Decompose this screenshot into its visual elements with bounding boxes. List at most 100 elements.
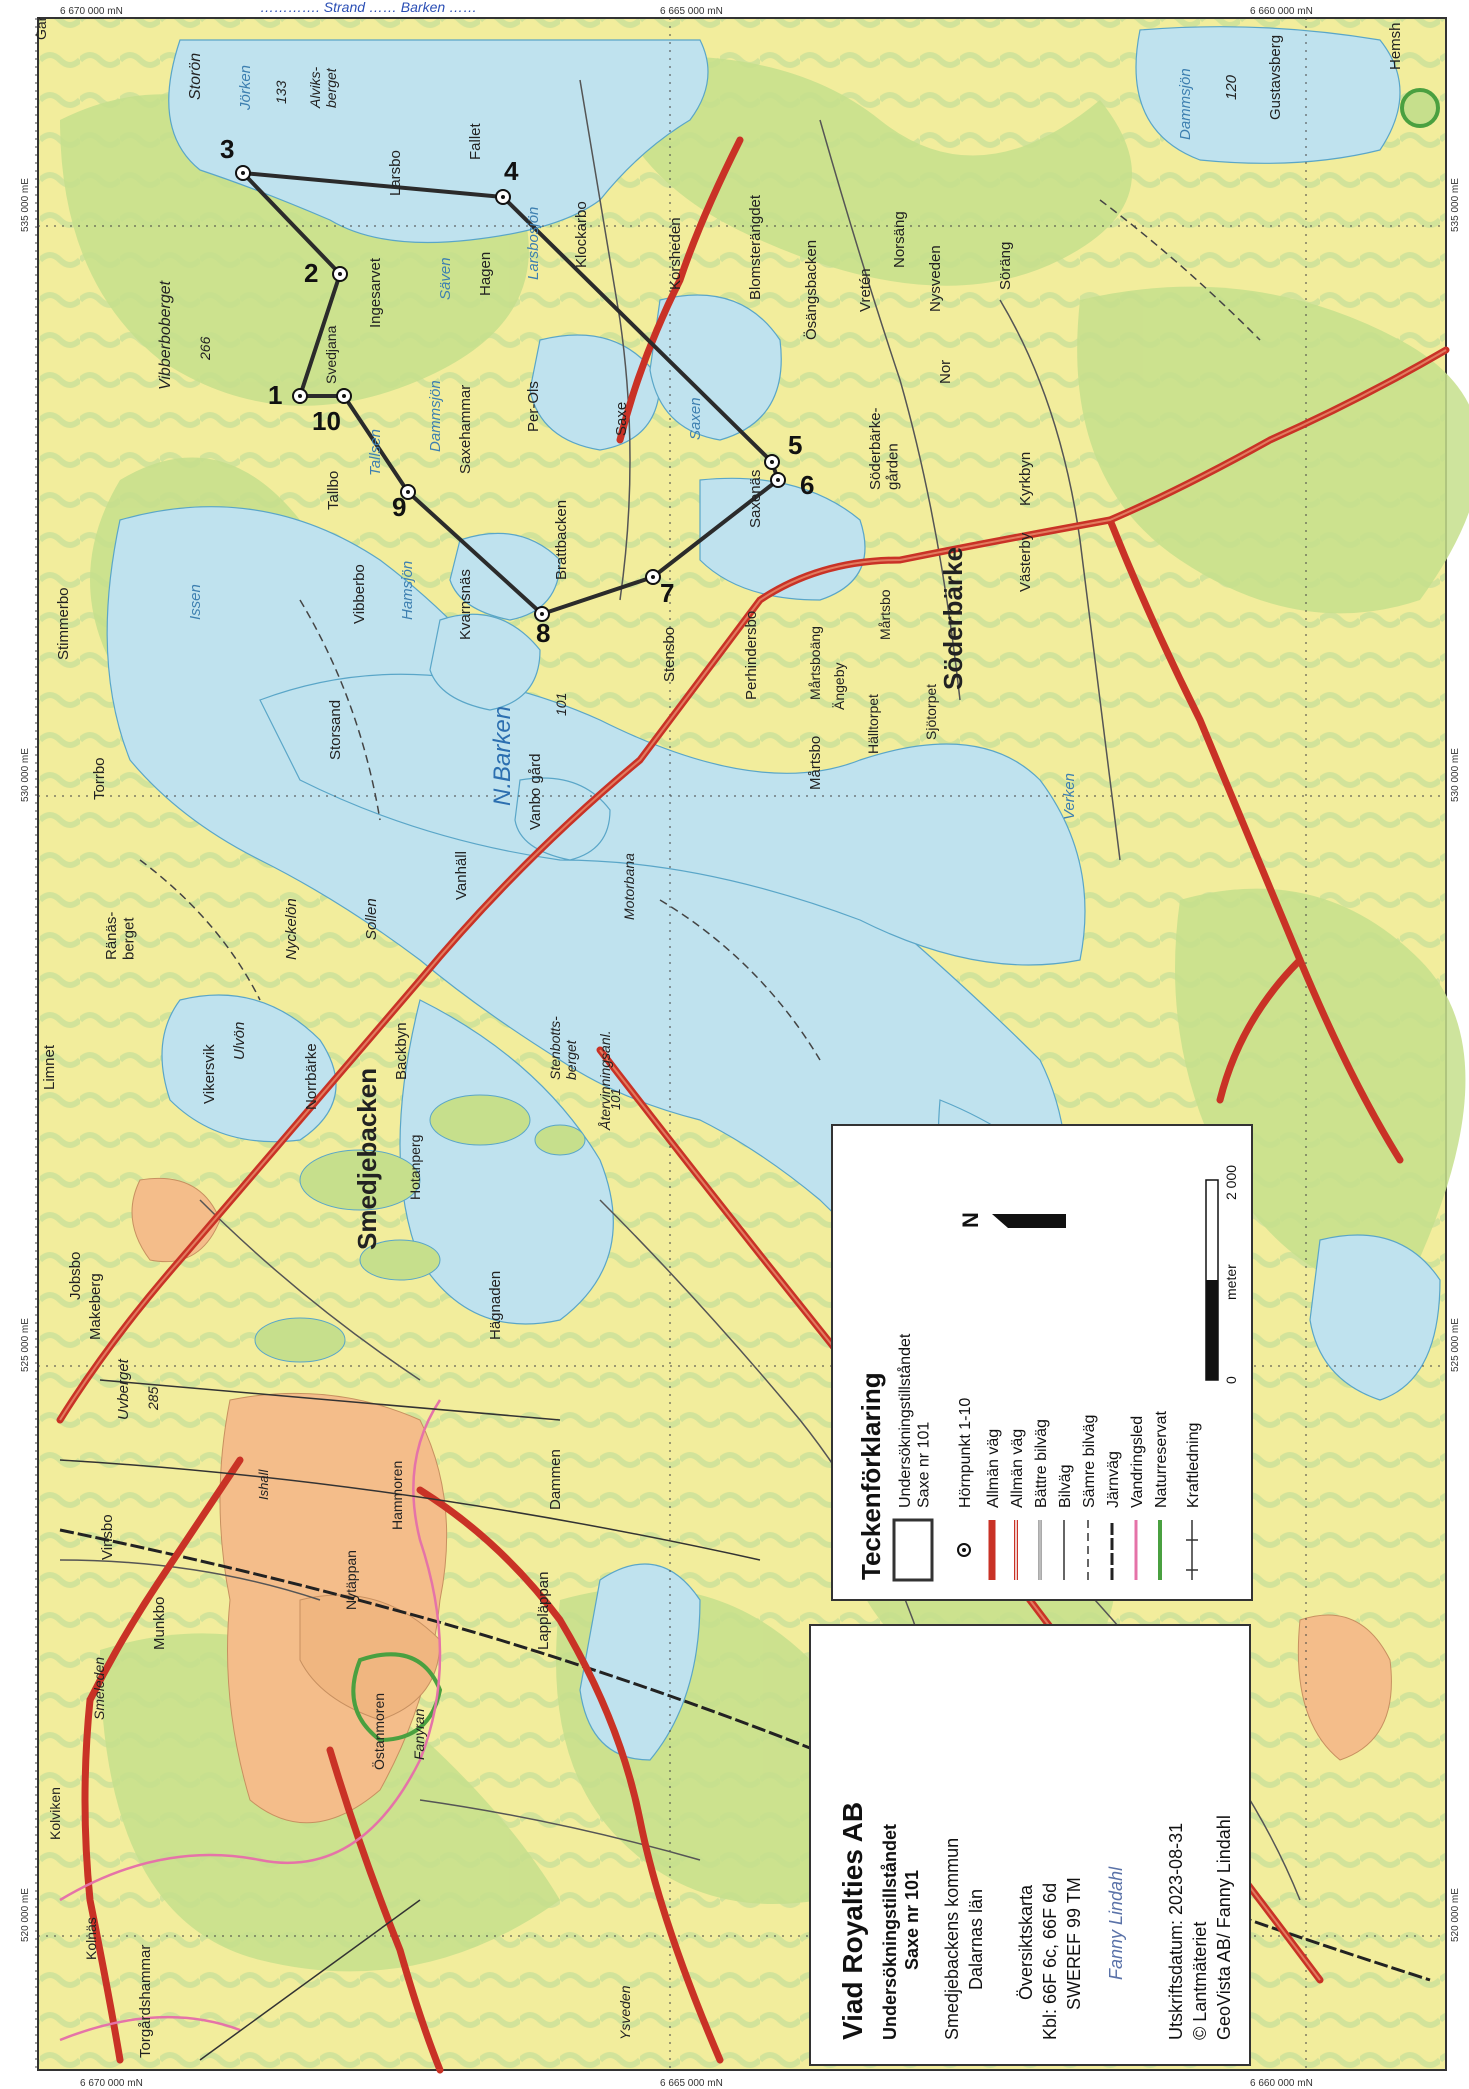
label-stensbo: Stensbo	[661, 627, 678, 682]
label-vanhall: Vanhäll	[453, 851, 470, 900]
label-kolnas: Kolnäs	[83, 1917, 99, 1960]
legend-panel: Teckenförklaring Undersökningstillstånde…	[831, 1124, 1253, 1601]
survey-point-8[interactable]: 8	[534, 606, 550, 648]
legend-item-rail: Järnväg	[1105, 1451, 1122, 1508]
grid-left-2: 530 000 mE	[20, 748, 31, 802]
label-smeleden: Smeleden	[91, 1657, 107, 1720]
hiking-trails	[59, 1399, 442, 2042]
survey-point-7[interactable]: 7	[645, 569, 674, 608]
survey-point-1[interactable]: 1	[268, 380, 308, 410]
label-saxenas: Saxenäs	[747, 470, 764, 528]
label-kyrkbyn: Kyrkbyn	[1017, 452, 1034, 506]
label-smedjebacken: Smedjebacken	[352, 1068, 382, 1250]
label-dammsjon-e: Dammsjön	[1177, 68, 1194, 140]
label-285: 285	[145, 1386, 161, 1411]
survey-point-label-6: 6	[800, 470, 814, 500]
legend-item-cornerpoint: Hörnpunkt 1-10	[957, 1398, 974, 1508]
power-lines	[59, 1379, 761, 2061]
label-hagnaden: Hägnaden	[487, 1271, 504, 1340]
nature-reserves	[351, 88, 1440, 1743]
label-norsang: Norsäng	[891, 211, 908, 268]
label-saxehammar: Saxehammar	[457, 385, 474, 474]
label-angeby: Ängeby	[831, 663, 847, 710]
legend-item-road2: Allmän väg	[1009, 1429, 1026, 1508]
label-atervinning: Återvinningsanl.	[597, 1030, 613, 1131]
info-map-type: Översiktskarta	[1016, 1884, 1036, 2000]
label-hotanperg: Hotanperg	[407, 1135, 423, 1200]
label-motorbana: Motorbana	[621, 853, 637, 920]
label-vibberboberget: Vibberboberget	[157, 280, 174, 390]
survey-point-label-4: 4	[504, 156, 519, 186]
legend-item-worse: Sämre bilväg	[1081, 1415, 1098, 1508]
label-jobsbo: Jobsbo	[67, 1252, 84, 1300]
label-gar: Gar	[33, 16, 49, 40]
label-norrbarke: Norrbärke	[303, 1043, 320, 1110]
scale-unit: meter	[1223, 1264, 1239, 1300]
label-ostanmoren: Östanmoren	[370, 1693, 387, 1770]
survey-point-4[interactable]: 4	[495, 156, 519, 205]
label-martsbo2: Mårtsbo	[877, 589, 893, 640]
label-storon: Storön	[187, 53, 204, 100]
label-fanyran: Fanyran	[411, 1708, 427, 1760]
survey-point-3[interactable]: 3	[220, 134, 251, 181]
grid-top-3: 6 660 000 mN	[1250, 6, 1313, 17]
label-sollen: Sollen	[363, 898, 380, 940]
label-hammoren: Hammoren	[389, 1461, 405, 1530]
label-nor: Nor	[937, 360, 954, 384]
label-issen: Issen	[187, 584, 204, 620]
label-nysveden: Nysveden	[927, 245, 944, 312]
label-lapplappan: Lappläppan	[535, 1572, 552, 1650]
survey-point-10[interactable]: 10	[312, 388, 352, 436]
grid-bottom-2: 6 665 000 mN	[660, 2078, 723, 2089]
legend-item-reserve: Naturreservat	[1153, 1411, 1170, 1508]
info-print-date: Utskriftsdatum: 2023-08-31	[1166, 1823, 1186, 2040]
survey-point-2[interactable]: 2	[304, 258, 348, 288]
survey-point-6[interactable]: 6	[770, 470, 814, 500]
survey-point-label-1: 1	[268, 380, 282, 410]
label-nytappan: Nytäppan	[343, 1550, 359, 1610]
info-signature: Fanny Lindahl	[1106, 1866, 1126, 1980]
grid-labels: 6 670 000 mN 6 665 000 mN 6 660 000 mN 6…	[20, 6, 1461, 2089]
label-hemsh: Hemsh	[1387, 22, 1404, 70]
label-jorken: Jörken	[237, 65, 254, 111]
label-133: 133	[273, 80, 289, 104]
grid-left-4: 520 000 mE	[20, 1888, 31, 1942]
info-permit-name: Saxe nr 101	[902, 1870, 922, 1970]
label-uvberget: Uvberget	[115, 1358, 132, 1420]
label-stimmerbo: Stimmerbo	[55, 587, 72, 660]
grid-right-4: 520 000 mE	[1450, 1888, 1461, 1942]
minor-roads-dashed	[139, 199, 1261, 1061]
grid-right-2: 530 000 mE	[1450, 748, 1461, 802]
legend-item-power: Kraftledning	[1185, 1423, 1202, 1508]
place-labels: Storön Jörken 133 Alviks-berget Fallet L…	[33, 16, 1404, 2058]
north-arrow-icon	[992, 1214, 1066, 1228]
scale-zero: 0	[1223, 1376, 1239, 1384]
grid-top-1: 6 670 000 mN	[60, 6, 123, 17]
grid-left-1: 535 000 mE	[20, 178, 31, 232]
legend-title: Teckenförklaring	[856, 1372, 886, 1580]
label-nbarken: N.Barken	[489, 706, 516, 806]
label-blomsteranget: Blomsterängdet	[747, 194, 764, 300]
label-korsheden: Korsheden	[667, 217, 684, 290]
header-scrawl: …………. Strand …… Barken ……	[260, 0, 477, 15]
label-osangsbacken: Ösängsbacken	[802, 240, 820, 340]
survey-point-5[interactable]: 5	[764, 430, 802, 470]
info-sheets: Kbl: 66F 6c, 66F 6d	[1040, 1883, 1060, 2040]
label-nyckelon: Nyckelön	[283, 898, 300, 960]
label-vinsbo: Vinsbo	[99, 1514, 116, 1560]
legend-item-car: Bilväg	[1057, 1464, 1074, 1508]
label-perhindersbo: Perhindersbo	[743, 611, 760, 700]
label-verken: Verken	[1061, 773, 1078, 820]
info-county: Dalarnas län	[966, 1889, 986, 1990]
grid-bottom-1: 6 670 000 mN	[80, 2078, 143, 2089]
survey-point-9[interactable]: 9	[392, 484, 416, 522]
label-hamsjon: Hamsjön	[399, 561, 416, 620]
label-soderbarkegarden: Söderbärke-gården	[867, 407, 901, 490]
label-101b: 101	[608, 1088, 623, 1110]
label-storsand: Storsand	[327, 700, 344, 760]
label-vanbogard: Vanbo gård	[527, 754, 544, 830]
legend-item-better: Bättre bilväg	[1033, 1419, 1050, 1508]
survey-point-label-3: 3	[220, 134, 234, 164]
label-ranasberget: Ränäs-berget	[103, 912, 137, 960]
